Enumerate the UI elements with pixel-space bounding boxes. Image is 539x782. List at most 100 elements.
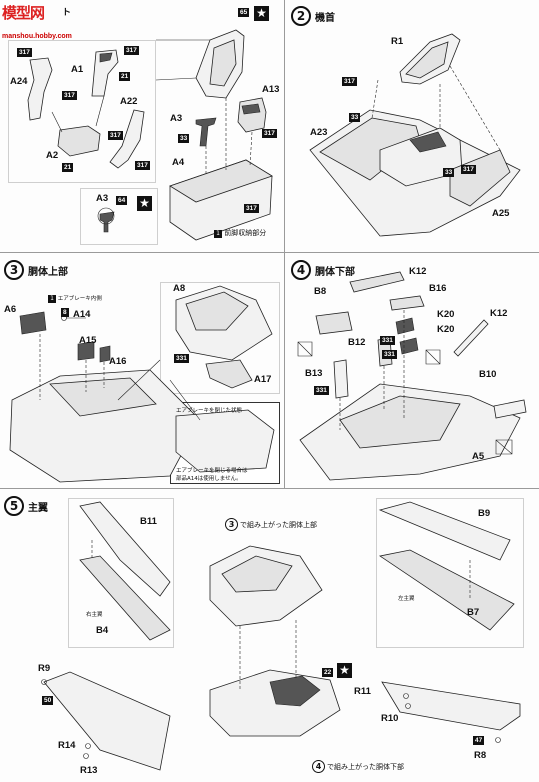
- part-label: A4: [172, 157, 185, 168]
- header-partial: ト: [62, 8, 72, 18]
- part-label: R8: [474, 750, 487, 761]
- part-label: A5: [472, 451, 485, 462]
- part-tag: 21: [119, 72, 131, 81]
- part-tag: 33: [349, 113, 361, 122]
- divider: [0, 488, 539, 489]
- part-label: R14: [58, 740, 76, 751]
- part-label: A13: [262, 84, 280, 95]
- site-watermark: 模型网 manshou.hobby.com: [2, 4, 72, 40]
- part-label: A25: [492, 208, 510, 219]
- part-label: A22: [120, 96, 138, 107]
- part-label: R10: [381, 713, 399, 724]
- step5-right-panel: [68, 498, 174, 648]
- part-label: B4: [96, 625, 109, 636]
- part-label: B16: [429, 283, 447, 294]
- step-title: 胴体下部: [315, 266, 355, 278]
- part-label: B10: [479, 369, 497, 380]
- watermark-url-prefix: manshou: [2, 33, 34, 40]
- step-number: 2: [291, 6, 311, 26]
- part-tag: 331: [314, 386, 329, 395]
- note-text: エアブレーキ内側: [57, 296, 102, 302]
- part-tag: 331: [382, 350, 397, 359]
- note-text: 前脚収納部分: [224, 229, 267, 237]
- step-number: 5: [4, 496, 24, 516]
- part-label: A23: [310, 127, 328, 138]
- part-label: R1: [391, 36, 404, 47]
- part-tag: 331: [174, 354, 189, 363]
- part-label: K12: [409, 266, 427, 277]
- part-label: A8: [173, 283, 186, 294]
- wing-caption: 左主翼: [398, 596, 415, 602]
- step-ref: 3: [225, 518, 238, 531]
- star-icon: ★: [254, 6, 269, 21]
- part-label: A17: [254, 374, 272, 385]
- star-icon: ★: [137, 196, 152, 211]
- part-label: B11: [140, 516, 157, 527]
- note-row: 1 前脚収納部分: [214, 228, 266, 238]
- callout-note: 部品A14は使用しません。: [176, 476, 242, 482]
- part-label: B7: [467, 607, 480, 618]
- step-ref: 4: [312, 760, 325, 773]
- wing-caption: 右主翼: [86, 612, 103, 618]
- part-tag: 8: [61, 308, 69, 317]
- part-label: K12: [490, 308, 508, 319]
- part-label: A2: [46, 150, 59, 161]
- part-tag: 317: [244, 204, 259, 213]
- part-label: A16: [109, 356, 127, 367]
- part-tag: 21: [62, 163, 74, 172]
- part-tag: 317: [262, 129, 277, 138]
- part-tag: 33: [443, 168, 455, 177]
- step3-subpanel: [160, 282, 280, 394]
- part-tag: 317: [342, 77, 357, 86]
- divider: [284, 0, 285, 488]
- part-label: A1: [71, 64, 84, 75]
- star-icon: ★: [337, 663, 352, 678]
- part-label: A6: [4, 304, 17, 315]
- assembly-note-text: で組み上がった胴体下部: [327, 762, 404, 771]
- part-label: A14: [73, 309, 91, 320]
- part-label: B13: [305, 368, 323, 379]
- part-label: A3: [170, 113, 183, 124]
- note-number: 1: [214, 229, 222, 238]
- part-label: K20: [437, 309, 455, 320]
- part-tag: 317: [17, 48, 32, 57]
- watermark-url: .: [33, 33, 36, 40]
- step-header: 3 胴体上部: [4, 260, 68, 280]
- assembly-note-text: で組み上がった胴体上部: [240, 520, 317, 529]
- part-tag: 317: [135, 161, 150, 170]
- part-label: R9: [38, 663, 51, 674]
- part-tag: 317: [461, 165, 476, 174]
- part-tag: 65: [238, 8, 250, 17]
- part-tag: 317: [62, 91, 77, 100]
- step-number: 3: [4, 260, 24, 280]
- step-title: 主翼: [28, 502, 48, 514]
- part-label: A15: [79, 335, 97, 346]
- part-label: R11: [354, 686, 371, 697]
- part-tag: 33: [178, 134, 190, 143]
- step-number: 4: [291, 260, 311, 280]
- callout-note: エアブレーキを閉じる場合は: [176, 468, 248, 474]
- step-header: 2 機首: [291, 6, 335, 26]
- step1-a3-panel: [80, 188, 158, 245]
- part-tag: 317: [124, 46, 139, 55]
- divider: [0, 252, 539, 253]
- part-label: A3: [96, 193, 109, 204]
- part-label: R13: [80, 765, 98, 776]
- part-label: A24: [10, 76, 28, 87]
- note-number: 1: [48, 294, 56, 303]
- step-header: 4 胴体下部: [291, 260, 355, 280]
- step-title: 胴体上部: [28, 266, 68, 278]
- callout-title: エアブレーキを閉じた状態: [176, 408, 243, 414]
- part-label: B9: [478, 508, 491, 519]
- watermark-logo: 模型网: [2, 4, 45, 22]
- step5-left-panel: [376, 498, 524, 648]
- step1-subpanel: [8, 40, 156, 183]
